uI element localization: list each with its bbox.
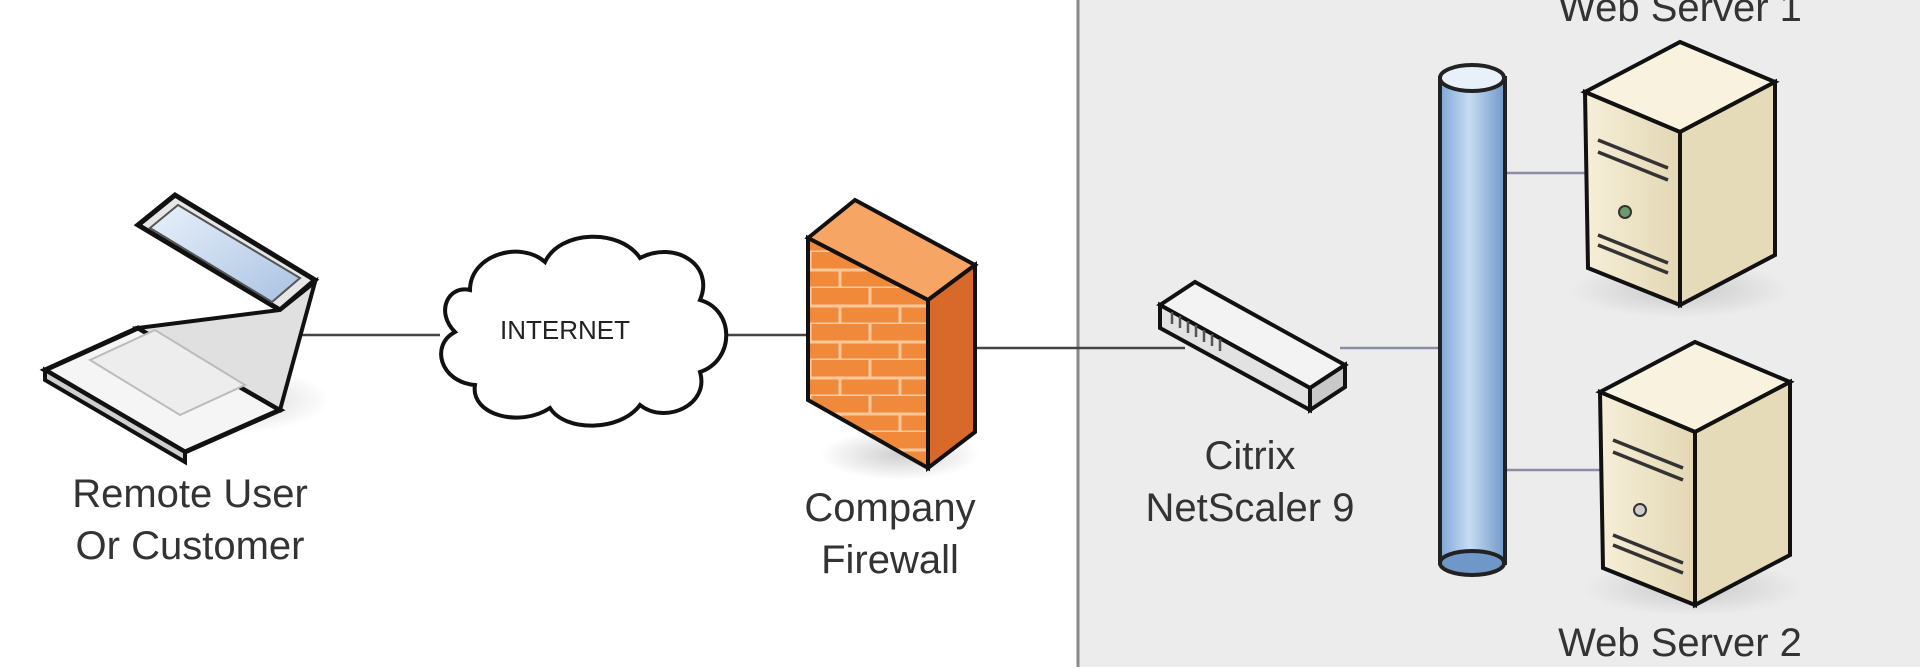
server-icon	[1570, 39, 1790, 318]
web-server-2-label: Web Server 2	[1558, 621, 1802, 665]
cloud-icon: INTERNET	[439, 234, 729, 428]
netscaler-line2: NetScaler 9	[1145, 486, 1355, 530]
internet-label: INTERNET	[500, 315, 630, 345]
appliance-icon	[1156, 279, 1349, 414]
network-bus-icon	[1438, 63, 1507, 577]
netscaler-label: Citrix NetScaler 9	[1110, 430, 1390, 534]
firewall-line2: Firewall	[821, 538, 959, 582]
firewall-label: Company Firewall	[760, 482, 1020, 586]
netscaler-line1: Citrix	[1204, 434, 1296, 478]
remote-user-line1: Remote User	[72, 472, 308, 516]
web-server-1-label: Web Server 1	[1558, 0, 1802, 30]
remote-user-line2: Or Customer	[75, 524, 305, 568]
firewall-icon	[804, 197, 980, 480]
remote-user-label: Remote User Or Customer	[40, 468, 340, 572]
server-icon	[1583, 339, 1803, 616]
laptop-icon	[39, 191, 330, 466]
firewall-line1: Company	[804, 486, 976, 530]
